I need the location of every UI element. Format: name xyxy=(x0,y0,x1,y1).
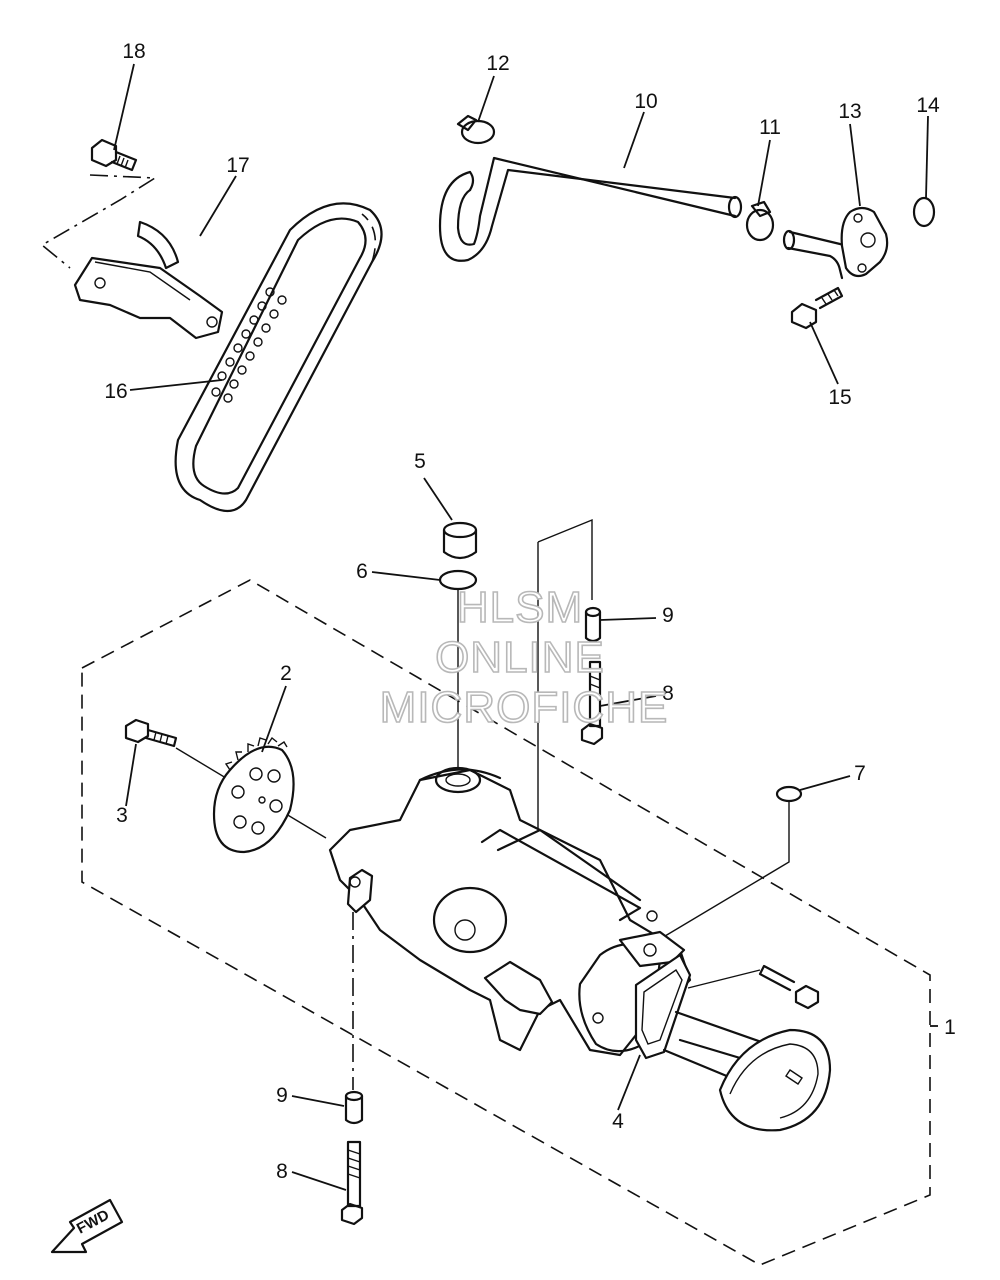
part-10-hose xyxy=(438,156,743,262)
part-17-chain-guide xyxy=(73,220,224,340)
part-7-o-ring xyxy=(775,785,803,803)
part-8-bolt-upper xyxy=(580,660,604,746)
callout-12: 12 xyxy=(486,52,509,75)
part-2-sprocket xyxy=(212,736,295,854)
strainer-bolt xyxy=(758,964,820,1010)
part-5-collar xyxy=(442,521,478,560)
watermark: HLSM ONLINE MICROFICHE xyxy=(379,582,669,733)
ref-line-7 xyxy=(649,802,790,946)
callout-7: 7 xyxy=(854,762,866,785)
callout-8-lower: 8 xyxy=(276,1160,288,1183)
part-3-bolt xyxy=(124,718,178,748)
assembly-boundary xyxy=(81,579,931,1266)
part-4-oil-strainer xyxy=(634,953,832,1132)
watermark-line-2: ONLINE xyxy=(435,633,605,682)
callout-9-upper: 9 xyxy=(662,604,674,627)
part-16-timing-chain xyxy=(174,202,383,513)
part-12-clamp xyxy=(456,114,496,145)
watermark-line-3: MICROFICHE xyxy=(380,683,669,732)
part-9-dowel-pin-lower xyxy=(344,1090,364,1125)
callout-17: 17 xyxy=(226,154,249,177)
callout-11: 11 xyxy=(759,116,781,139)
part-15-bolt xyxy=(790,286,844,330)
watermark-line-1: HLSM xyxy=(457,583,583,632)
ref-line-9-8 xyxy=(537,518,593,838)
callout-9-lower: 9 xyxy=(276,1084,288,1107)
callout-1: 1 xyxy=(944,1016,956,1039)
part-9-dowel-pin-upper xyxy=(584,606,602,643)
callout-16: 16 xyxy=(104,380,127,403)
leader-lines xyxy=(113,63,938,1191)
part-14-o-ring xyxy=(912,196,936,228)
callout-15: 15 xyxy=(828,386,851,409)
callout-5: 5 xyxy=(414,450,426,473)
ref-line-18 xyxy=(40,174,158,269)
part-13-pipe xyxy=(782,206,889,280)
callout-3: 3 xyxy=(116,804,128,827)
callout-4: 4 xyxy=(612,1110,624,1133)
part-18-bolt xyxy=(90,138,138,172)
callout-14: 14 xyxy=(916,94,940,117)
callout-13: 13 xyxy=(838,100,861,123)
part-8-bolt-lower xyxy=(340,1140,364,1226)
part-11-clamp xyxy=(745,200,775,242)
callout-6: 6 xyxy=(356,560,368,583)
callout-8-upper: 8 xyxy=(662,682,674,705)
fwd-arrow-icon: FWD xyxy=(50,1198,124,1254)
ref-line-bolt xyxy=(687,969,761,989)
callout-18: 18 xyxy=(122,40,145,63)
part-1-oil-pump-body xyxy=(328,766,692,1057)
callout-10: 10 xyxy=(634,90,657,113)
callout-2: 2 xyxy=(280,662,292,685)
